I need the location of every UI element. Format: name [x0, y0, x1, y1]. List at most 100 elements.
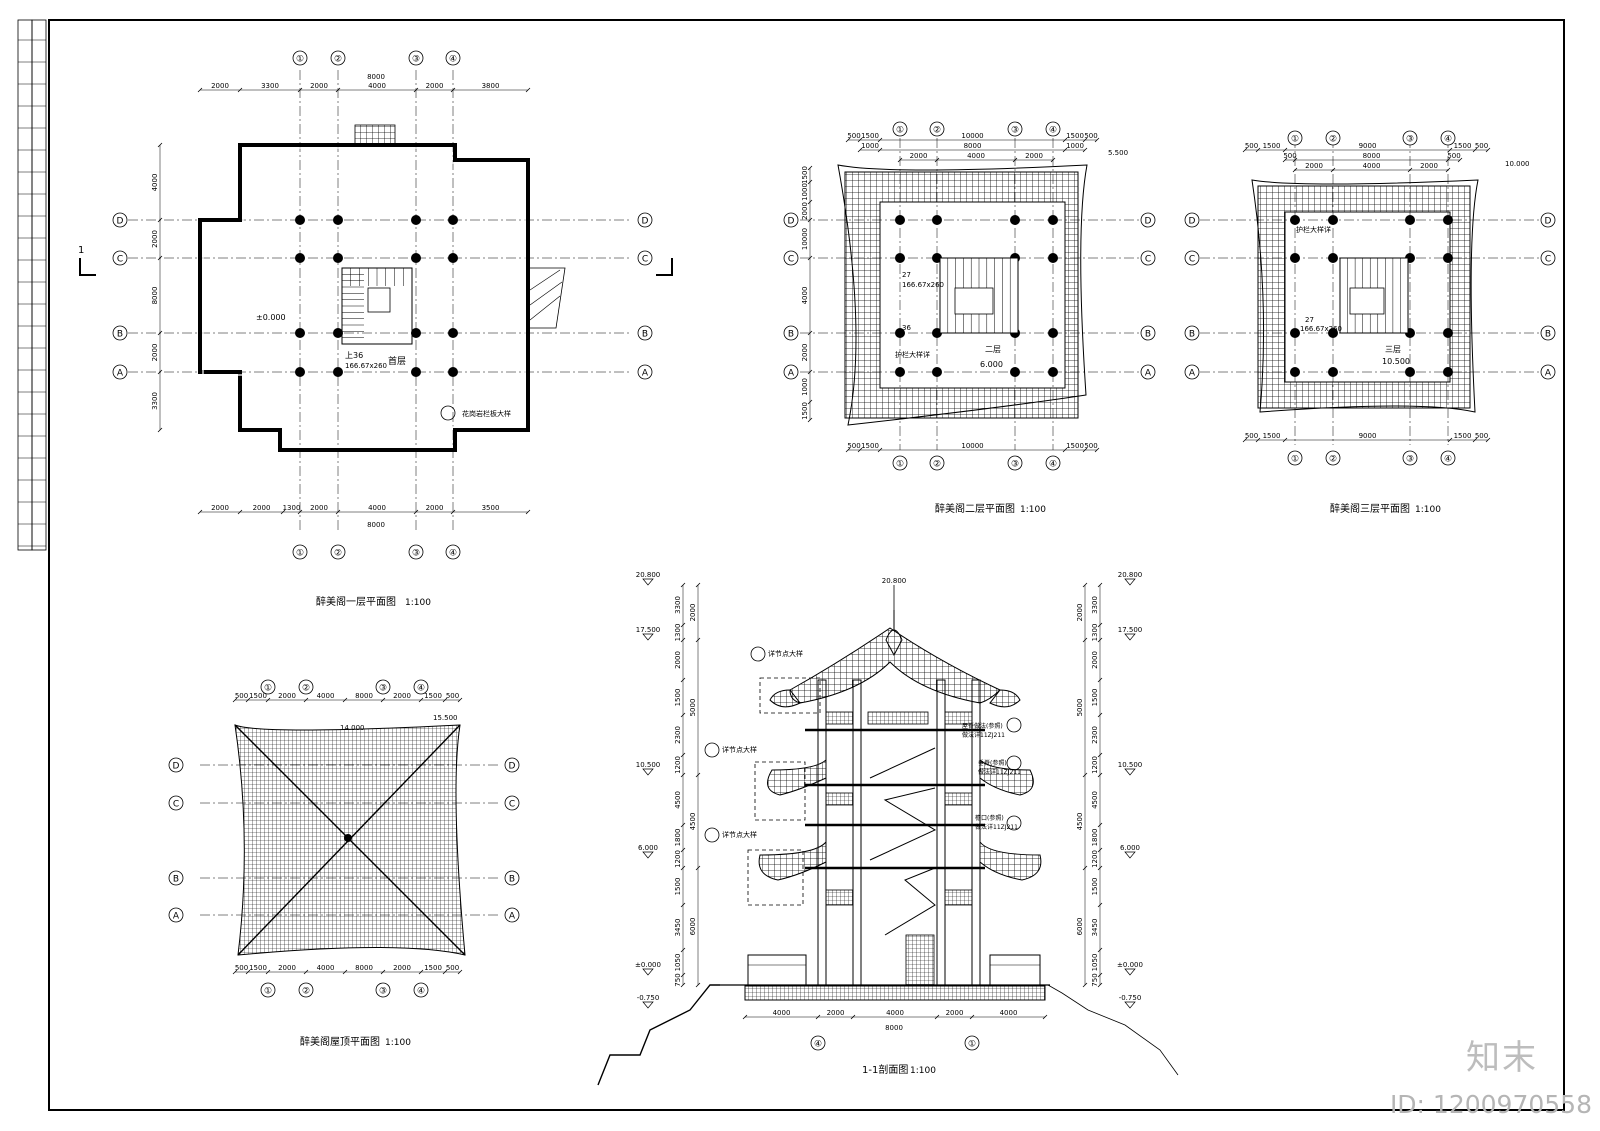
f1-dim-top-tick [297, 87, 303, 93]
roof-dim-bottom-value: 1500 [249, 964, 267, 972]
f1-dim-top-value: 3300 [261, 82, 279, 90]
f2-axis-left-label: A [788, 369, 795, 379]
f1-axis-bottom-circle [445, 544, 461, 560]
roof-dim-top-tick [245, 697, 251, 703]
f2-dim-left-value: 2000 [801, 344, 809, 362]
f3-axis-right-label: D [1545, 217, 1552, 227]
f1-dim-bottom-tick [237, 509, 243, 515]
roof-dim-top-value: 500 [446, 692, 459, 700]
f3-axis-bottom-circle [1402, 450, 1418, 466]
f1-dim-top-value: 2000 [211, 82, 229, 90]
level-value-left: ±0.000 [635, 961, 661, 969]
column [295, 253, 305, 263]
column [333, 215, 343, 225]
f3-dim-top-value: 500 [1475, 142, 1488, 150]
f2-dim-left-tick [807, 179, 813, 185]
roof-dim-bottom-value: 500 [446, 964, 459, 972]
sec-dim-left-tick [680, 972, 686, 978]
f1-dim-bottom-total: 8000 [367, 521, 385, 529]
roof-dim-top-value: 8000 [355, 692, 373, 700]
f1-dim-left-value: 2000 [151, 230, 159, 248]
sec-dim-right-tick [1097, 947, 1103, 953]
level-value-right: ±0.000 [1117, 961, 1143, 969]
sec-dim-left-value: 1200 [674, 850, 682, 868]
sec-dim-right-value: 4500 [1091, 791, 1099, 809]
f1-dim-left-tick [157, 217, 163, 223]
f2-dim-top-tick [857, 137, 863, 143]
f2-axis-right-circle [1140, 212, 1156, 228]
f2-axis-top-circle [892, 121, 908, 137]
f1-axis-right-label: D [642, 217, 649, 227]
f3-stair-spec: 166.67x260 [1300, 325, 1342, 333]
sec-dim-left-value: 1500 [674, 878, 682, 896]
sec-dim-right-value: 750 [1091, 973, 1099, 986]
f1-axis-right-circle [637, 250, 653, 266]
sec-dim-left-totals-value: 6000 [689, 918, 697, 936]
roof-axis-right-label: C [509, 800, 515, 810]
f1-axis-right-circle [637, 325, 653, 341]
f1-dim-bottom-value: 2000 [310, 504, 328, 512]
f2-dim-top-value: 1500 [1066, 132, 1084, 140]
f3-dim-bottom-tick [1472, 437, 1478, 443]
sec-dim-right-value: 1200 [1091, 756, 1099, 774]
f1-axis-bottom-label: ③ [412, 549, 420, 559]
column [1328, 253, 1338, 263]
f2-dim-left-value: 1500 [801, 166, 809, 184]
sec-dim-left-tick [680, 847, 686, 853]
column [895, 328, 905, 338]
title-block-strip [17, 19, 47, 551]
f2-dim-left-tick [807, 399, 813, 405]
sec-dim-bottom-total: 8000 [885, 1024, 903, 1032]
sec-dim-bottom-value: 4000 [886, 1009, 904, 1017]
sec-note-1: 详节点大样 [768, 649, 803, 658]
f2-axis-right-label: C [1145, 255, 1151, 265]
sec-dim-bottom-value: 4000 [1000, 1009, 1018, 1017]
f2-dim-left-tick [807, 165, 813, 171]
f1-axis-top-label: ① [296, 55, 304, 65]
f3-axis-left-label: A [1189, 369, 1196, 379]
column [1290, 328, 1300, 338]
f3-level: 10.500 [1382, 357, 1410, 366]
f3-axis-top-label: ① [1291, 135, 1299, 145]
f3-axis-left-circle [1184, 325, 1200, 341]
f3-axis-right-circle [1540, 250, 1556, 266]
sec-dim-left-tick [680, 712, 686, 718]
level-marker-right [1124, 768, 1136, 776]
roof-dim-top-tick [380, 697, 386, 703]
level-value-left: -0.750 [637, 994, 660, 1002]
f2-axis-left-label: D [788, 217, 795, 227]
f1-axis-left-label: D [117, 217, 124, 227]
f3-dim-inner-value: 4000 [1363, 162, 1381, 170]
f2-dim-top-tick [1062, 137, 1068, 143]
f2-dim-mid-tick [877, 147, 883, 153]
f2-dim-bottom-tick [1094, 447, 1100, 453]
f3-axis-left-circle [1184, 364, 1200, 380]
sheet-border [48, 19, 1565, 1111]
plan-floor2: 27 166.67x260 36 二层 6.000 护栏大样详 5.500 ①①… [783, 121, 1156, 515]
f1-dim-bottom-tick [280, 509, 286, 515]
sec-dim-right-tick [1097, 847, 1103, 853]
sec-dim-right-value: 1200 [1091, 850, 1099, 868]
roof-axis-left-label: A [173, 912, 180, 922]
f2-dim-bottom-value: 500 [1084, 442, 1097, 450]
f1-rail-note: 花岗岩栏板大样 [462, 409, 511, 418]
f2-axis-right-circle [1140, 364, 1156, 380]
f3-dim-bottom-value: 500 [1245, 432, 1258, 440]
f3-axis-bottom-label: ② [1329, 455, 1337, 465]
roof-dim-bottom-tick [303, 969, 309, 975]
sec-dim-right-totals-value: 6000 [1076, 918, 1084, 936]
column [1010, 367, 1020, 377]
f2-dim-bottom-tick [1082, 447, 1088, 453]
f1-axis-left-label: C [117, 255, 123, 265]
sec-axis-right-label: ① [968, 1040, 976, 1050]
column [1290, 367, 1300, 377]
f2-dim-mid-tick [857, 147, 863, 153]
roof-axis-top-circle [260, 679, 276, 695]
f2-axis-right-label: D [1145, 217, 1152, 227]
f1-stair-label: 上36 [345, 351, 363, 360]
level-marker-left [642, 633, 654, 641]
f1-axis-top-label: ② [334, 55, 342, 65]
sec-dim-right-totals-value: 5000 [1076, 699, 1084, 717]
sec-dim-bottom-tick [969, 1014, 975, 1020]
f2-axis-top-circle [1007, 121, 1023, 137]
